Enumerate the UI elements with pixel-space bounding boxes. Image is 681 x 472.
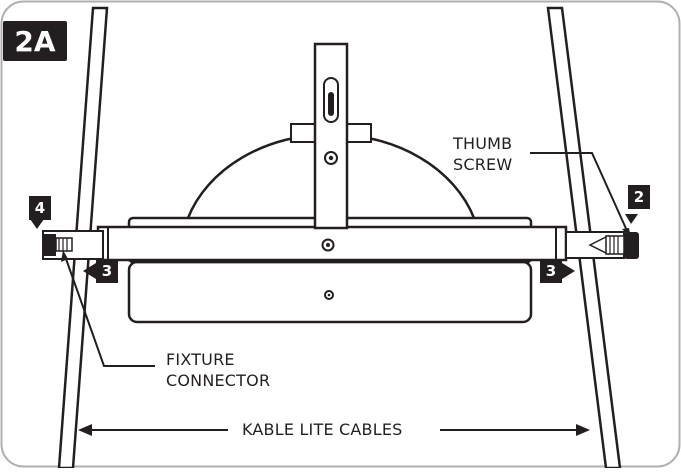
thumb-screw-label-line2: SCREW xyxy=(453,155,513,174)
step-3-left-pointer xyxy=(83,263,96,279)
thumb-screw-label: THUMB SCREW xyxy=(453,133,513,175)
cables-label: KABLE LITE CABLES xyxy=(242,419,403,440)
figure-label: 2A xyxy=(3,21,67,61)
thumb-screw-label-line1: THUMB xyxy=(453,134,513,153)
yoke-arm xyxy=(313,42,349,230)
thumb-screw-leader-arrowhead xyxy=(622,228,631,238)
fixture-connector-label-line1: FIXTURE xyxy=(166,350,235,369)
cables-arrow-right xyxy=(576,424,590,436)
step-3-right-pointer xyxy=(562,263,575,279)
right-fixture-connector xyxy=(565,231,639,259)
step-4-badge: 4 xyxy=(29,196,51,220)
yoke-slot-knob xyxy=(328,92,334,116)
step-2-pointer xyxy=(625,214,638,224)
fixture-connector-leader xyxy=(64,255,155,367)
step-3-left-badge: 3 xyxy=(96,259,118,283)
lower-housing-screw-center xyxy=(327,293,331,297)
fixture-connector-label: FIXTURE CONNECTOR xyxy=(166,349,271,391)
fixture-connector-leader-arrowhead xyxy=(61,250,68,262)
cables-arrow-left xyxy=(78,424,92,436)
step-2-badge: 2 xyxy=(628,185,650,209)
left-fixture-connector xyxy=(42,230,104,260)
step-4-pointer xyxy=(30,219,44,229)
fixture-connector-label-line2: CONNECTOR xyxy=(166,371,271,390)
yoke-tab-right xyxy=(345,123,372,143)
yoke-tab-left xyxy=(290,123,317,143)
yoke-pivot-center xyxy=(328,155,334,161)
step-3-right-badge: 3 xyxy=(540,259,562,283)
thumb-screw-leader xyxy=(530,152,629,234)
mounting-bar-screw-center xyxy=(326,243,330,247)
